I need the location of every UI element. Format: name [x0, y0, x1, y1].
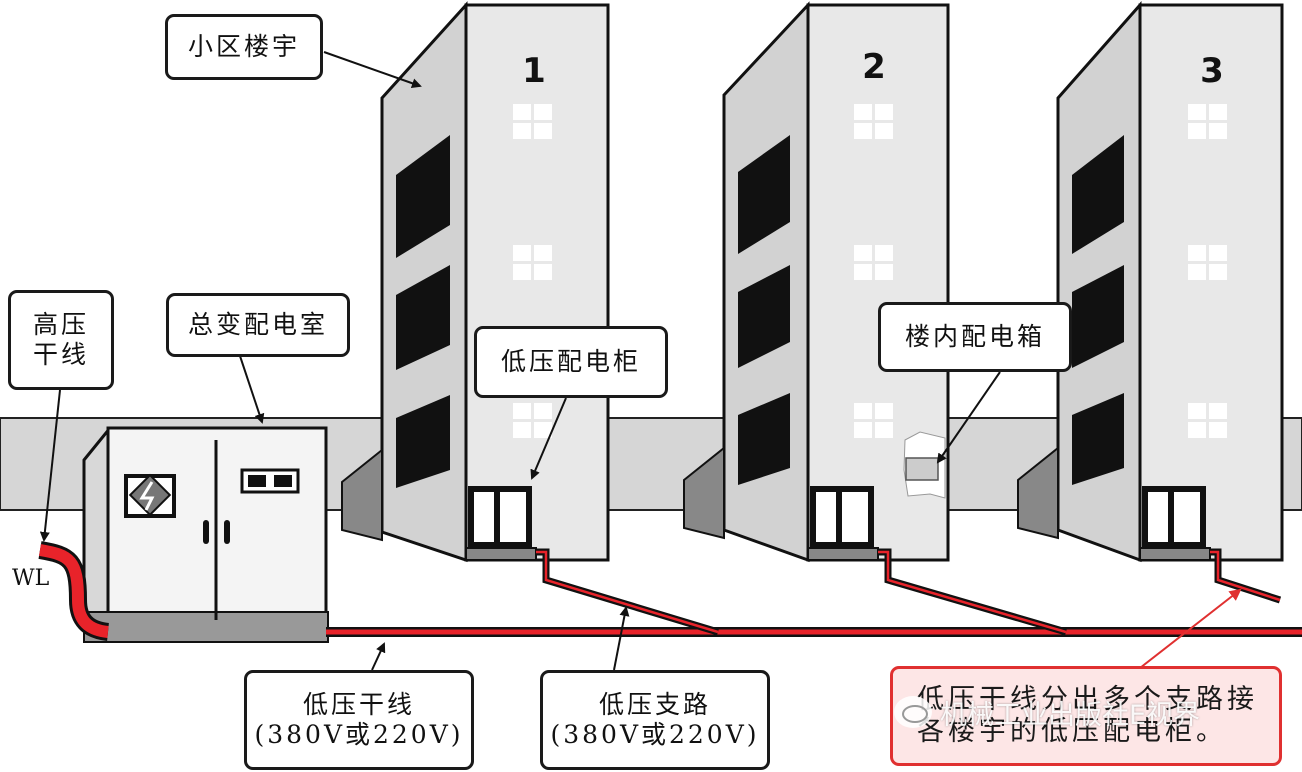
label-high-voltage-line: 高压 干线 — [8, 290, 114, 390]
note-line-2: 各楼宇的低压配电柜。 — [917, 716, 1227, 747]
label-community-buildings-text: 小区楼宇 — [187, 32, 300, 61]
label-community-buildings: 小区楼宇 — [165, 14, 323, 80]
label-lv-trunk-voltage: (380V或220V) — [254, 720, 464, 749]
label-hv-line-1: 高压 — [32, 310, 89, 339]
label-lv-trunk: 低压干线 (380V或220V) — [244, 670, 474, 770]
wechat-icon — [894, 696, 932, 728]
building-number-2: 2 — [862, 47, 886, 87]
lv-branch-lines — [536, 548, 1282, 636]
watermark-text: 机械工业出版社E视界 — [940, 699, 1201, 731]
high-voltage-warning-icon — [128, 473, 172, 517]
label-substation: 总变配电室 — [166, 293, 350, 357]
label-building-box-text: 楼内配电箱 — [904, 322, 1045, 351]
label-lv-trunk-text: 低压干线 — [302, 690, 415, 719]
building-2: 2 — [683, 1, 950, 563]
note-line-1: 低压干线分出多个支路接 — [917, 683, 1258, 715]
label-hv-line-2: 干线 — [32, 340, 89, 369]
label-lv-branch-text: 低压支路 — [598, 690, 711, 719]
label-lv-branch: 低压支路 (380V或220V) — [540, 670, 770, 770]
callout-arrows — [39, 51, 1001, 671]
building-1: 1 — [341, 1, 610, 563]
label-lv-cabinet: 低压配电柜 — [474, 326, 668, 398]
building-3: 3 — [1017, 1, 1284, 563]
label-lv-branch-voltage: (380V或220V) — [550, 720, 760, 749]
label-substation-text: 总变配电室 — [187, 310, 328, 339]
label-building-distribution-box: 楼内配电箱 — [878, 302, 1072, 372]
substation-unit — [82, 426, 329, 643]
watermark: 机械工业出版社E视界 — [894, 690, 1264, 734]
building-number-1: 1 — [522, 51, 546, 91]
note-arrow — [1139, 588, 1242, 669]
building-number-3: 3 — [1200, 51, 1224, 91]
label-lv-cabinet-text: 低压配电柜 — [500, 347, 641, 376]
note-box: 低压干线分出多个支路接 各楼宇的低压配电柜。 — [890, 666, 1282, 766]
label-wl: WL — [12, 566, 50, 591]
